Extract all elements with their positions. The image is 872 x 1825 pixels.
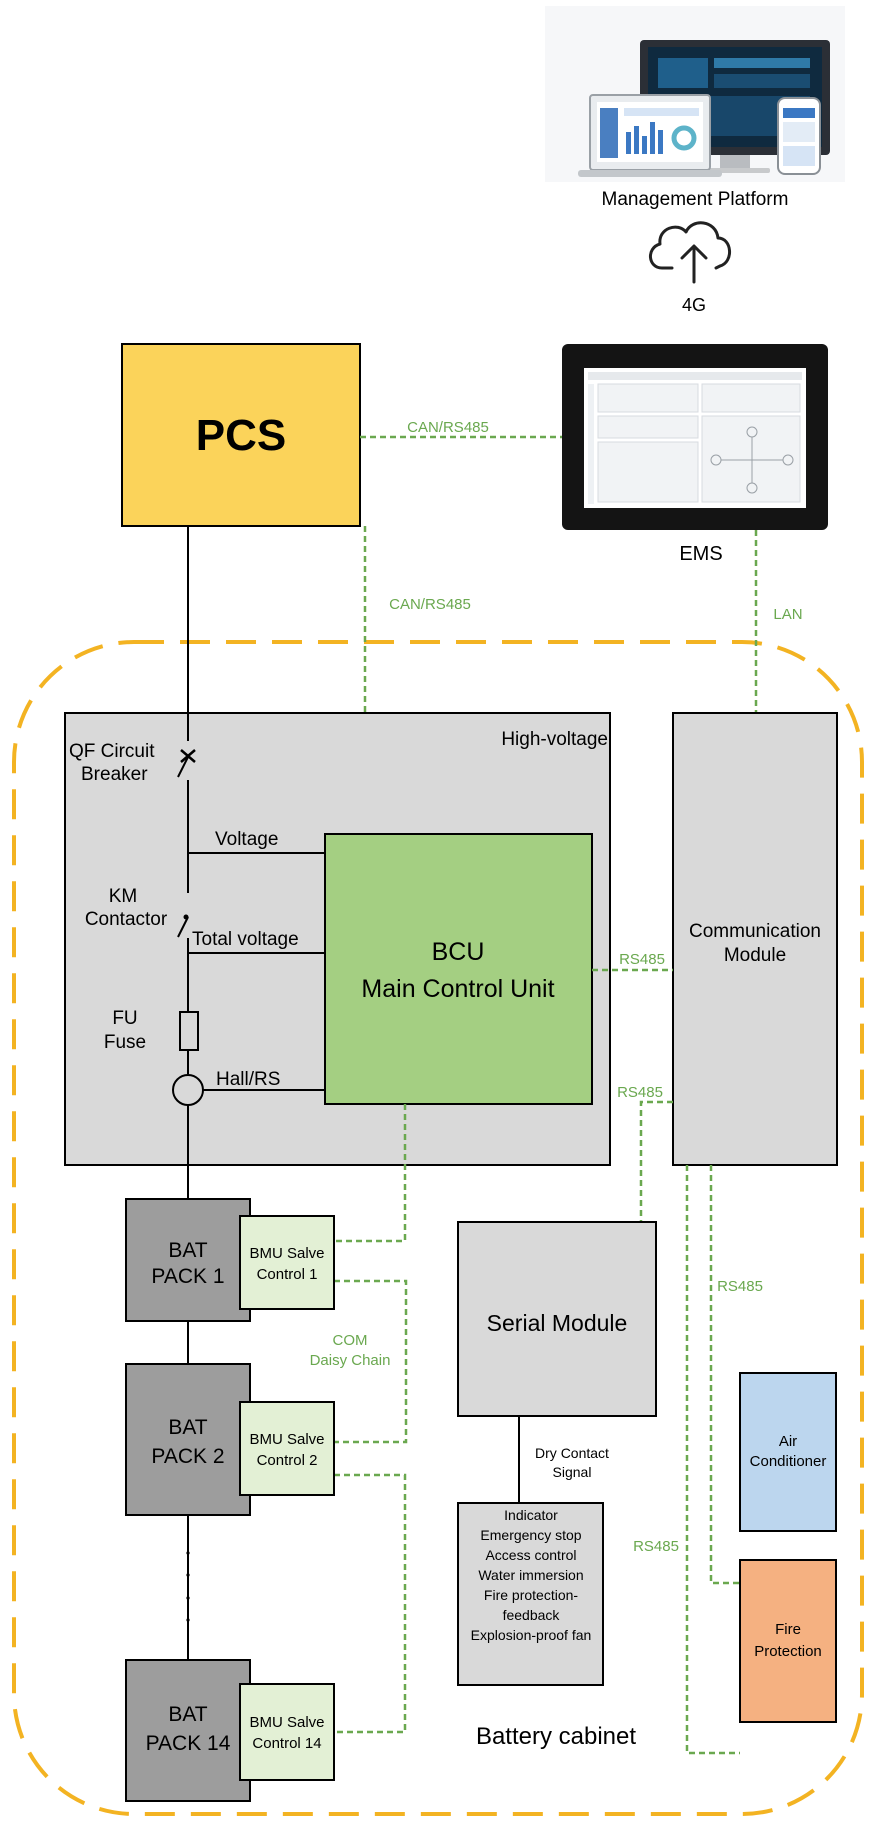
total-voltage-label: Total voltage: [192, 929, 299, 950]
km-contact-dot: [183, 914, 189, 920]
link-comm-serial: [639, 1100, 673, 1222]
serial-module-box: [457, 1221, 657, 1417]
bmu-2-line1: BMU Salve: [249, 1431, 324, 1448]
battery-cabinet-label: Battery cabinet: [476, 1723, 636, 1750]
bat-pack-1-line2: PACK 1: [151, 1265, 224, 1288]
link-pcs-bcu-label: CAN/RS485: [389, 596, 471, 613]
cloud-upload-icon: [649, 221, 731, 284]
link-daisy-1-2: [334, 1279, 408, 1444]
io-item: Water immersion: [478, 1567, 583, 1583]
io-item: Emergency stop: [480, 1527, 581, 1543]
bmu-2-line2: Control 2: [257, 1452, 318, 1469]
qf-circuit-breaker-symbol: [180, 749, 196, 763]
io-signal-list-box: [457, 1502, 604, 1686]
pcs-label: PCS: [196, 411, 286, 460]
link-comm-ac-label: RS485: [717, 1278, 763, 1295]
high-voltage-title: High-voltage: [501, 729, 608, 750]
bmu-1-box: [239, 1215, 335, 1310]
io-item: feedback: [503, 1607, 561, 1623]
link-bcu-bmu: [334, 1104, 407, 1243]
bmu-14-line1: BMU Salve: [249, 1714, 324, 1731]
dry-contact-line2: Signal: [553, 1464, 592, 1480]
pack-continuation-dots: [186, 1551, 190, 1622]
air-conditioner-box: [739, 1372, 837, 1532]
fire-protection-line1: Fire: [775, 1621, 801, 1638]
daisy-chain-label-line2: Daisy Chain: [310, 1352, 391, 1369]
fire-protection-line2: Protection: [754, 1643, 822, 1660]
link-daisy-2-14: [334, 1473, 407, 1734]
io-item: Indicator: [504, 1507, 558, 1523]
bmu-14-box: [239, 1683, 335, 1781]
km-label-line1: KM: [109, 886, 138, 907]
link-comm-fire-label: RS485: [633, 1538, 679, 1555]
link-bcu-comm-label: RS485: [619, 951, 665, 968]
io-item: Access control: [485, 1547, 576, 1563]
bmu-2-box: [239, 1401, 335, 1496]
io-item: Fire protection-: [484, 1587, 578, 1603]
fu-label-line2: Fuse: [104, 1032, 146, 1053]
bmu-1-line2: Control 1: [257, 1266, 318, 1283]
link-comm-serial-label: RS485: [617, 1084, 663, 1101]
communication-module-box: [672, 712, 838, 1166]
io-item: Explosion-proof fan: [471, 1627, 592, 1643]
bmu-1-line1: BMU Salve: [249, 1245, 324, 1262]
link-ems-comm-label: LAN: [773, 606, 802, 623]
fu-fuse-symbol: [179, 1011, 199, 1051]
network-4g-label: 4G: [682, 295, 706, 315]
km-label-line2: Contactor: [85, 909, 168, 930]
fire-protection-box: [739, 1559, 837, 1723]
air-conditioner-line1: Air: [779, 1433, 797, 1450]
ems-label: EMS: [679, 543, 722, 565]
main-power-line: [177, 526, 189, 893]
qf-label-line1: QF Circuit: [69, 741, 155, 762]
qf-label-line2: Breaker: [81, 764, 148, 785]
pcs-box: [121, 343, 361, 527]
bcu-label-line2: Main Control Unit: [361, 975, 554, 1003]
bmu-14-line2: Control 14: [252, 1735, 321, 1752]
bat-pack-14-line2: PACK 14: [146, 1732, 231, 1755]
bat-pack-2-line1: BAT: [168, 1416, 207, 1439]
communication-module-line1: Communication: [689, 921, 821, 942]
serial-module-label: Serial Module: [487, 1310, 628, 1336]
bat-pack-14-line1: BAT: [168, 1703, 207, 1726]
battery-cabinet-boundary: [12, 640, 864, 1816]
management-platform-devices: [545, 6, 845, 182]
link-comm-fire: [685, 1165, 740, 1755]
communication-module-line2: Module: [724, 945, 786, 966]
voltage-label: Voltage: [215, 829, 278, 850]
io-signal-list: Indicator Emergency stop Access control …: [471, 1507, 592, 1643]
hall-label: Hall/RS: [216, 1069, 280, 1090]
fu-label-line1: FU: [112, 1008, 137, 1029]
management-platform-label: Management Platform: [602, 189, 789, 210]
bcu-box: [324, 833, 593, 1105]
bat-pack-14-box: [125, 1659, 251, 1802]
bcu-label-line1: BCU: [432, 938, 485, 966]
daisy-chain-label-line1: COM: [333, 1332, 368, 1349]
bat-pack-2-box: [125, 1363, 251, 1516]
bat-pack-2-line2: PACK 2: [151, 1445, 224, 1468]
dry-contact-line1: Dry Contact: [535, 1445, 609, 1461]
link-comm-ac: [709, 1165, 740, 1585]
hall-sensor-symbol: [172, 1074, 204, 1106]
ems-display: [562, 344, 828, 530]
bat-pack-1-line1: BAT: [168, 1239, 207, 1262]
air-conditioner-line2: Conditioner: [750, 1453, 827, 1470]
link-pcs-ems-label: CAN/RS485: [407, 419, 489, 436]
